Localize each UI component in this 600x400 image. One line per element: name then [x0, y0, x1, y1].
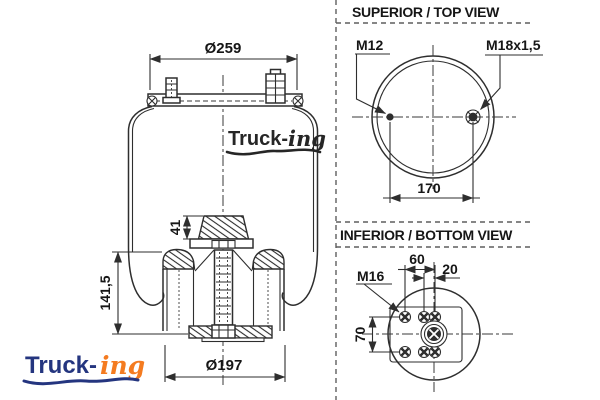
m18-air-fitting [265, 68, 286, 104]
bolt-holes [398, 310, 442, 359]
brand-logo: Truck- ing [22, 351, 145, 386]
m12-callout: M12 [355, 37, 394, 121]
dim-label-259: Ø259 [205, 40, 242, 57]
brand-logo-bold: Truck- [25, 352, 97, 379]
dimension-total-height: 141,5 [97, 251, 188, 335]
dim-label-141-5: 141,5 [97, 275, 113, 310]
dimension-stud-spacing: 170 [383, 122, 480, 203]
brand-logo-script: ing [100, 351, 145, 380]
dim-label-70: 70 [352, 327, 368, 343]
dimension-diameter-bottom: Ø197 [164, 345, 286, 382]
watermark-logo: Truck- ing [225, 126, 326, 156]
dimension-diameter-top: Ø259 [149, 40, 298, 90]
rubber-bumper [189, 215, 254, 249]
m18-callout: M18x1,5 [465, 37, 543, 125]
dimension-60: 60 [398, 251, 436, 311]
m16-label: M16 [357, 268, 384, 284]
m18-label: M18x1,5 [486, 37, 541, 53]
dim-label-197: Ø197 [206, 357, 243, 374]
bolt-hole [417, 345, 431, 359]
piston [162, 248, 285, 343]
watermark-logo-swoosh [225, 148, 322, 156]
top-plate [146, 68, 304, 107]
central-bolt [211, 249, 236, 339]
bolt-hole [398, 310, 412, 324]
brand-logo-swoosh [22, 377, 140, 386]
dimension-70: 70 [352, 316, 399, 353]
bolt-hole [428, 310, 442, 324]
top-view-centerlines [352, 45, 516, 189]
bottom-plate [389, 306, 463, 363]
dim-label-60: 60 [409, 251, 425, 267]
bottom-view-panel: INFERIOR / BOTTOM VIEW M16 [336, 221, 533, 392]
dimension-bumper-height: 41 [167, 215, 203, 240]
bolt-hole [428, 345, 442, 359]
m12-label: M12 [356, 37, 383, 53]
top-view-title: SUPERIOR / TOP VIEW [352, 4, 500, 20]
bottom-view-title: INFERIOR / BOTTOM VIEW [340, 227, 513, 243]
dim-label-41: 41 [167, 220, 183, 236]
watermark-logo-bold: Truck- [228, 128, 288, 150]
watermark-logo-script: ing [288, 126, 326, 151]
top-view-panel: SUPERIOR / TOP VIEW M12 M18x1,5 170 [336, 4, 543, 203]
m16-callout: M16 [356, 268, 400, 313]
dim-label-170: 170 [417, 180, 441, 196]
dim-label-20: 20 [442, 261, 458, 277]
bottom-central-bolt [420, 320, 448, 348]
m12-stud [162, 77, 181, 104]
bolt-hole [398, 345, 412, 359]
bolt-hole [417, 310, 431, 324]
dimension-20: 20 [412, 261, 460, 311]
m12-stud-point [386, 113, 394, 121]
main-side-view: Ø259 [97, 40, 326, 385]
